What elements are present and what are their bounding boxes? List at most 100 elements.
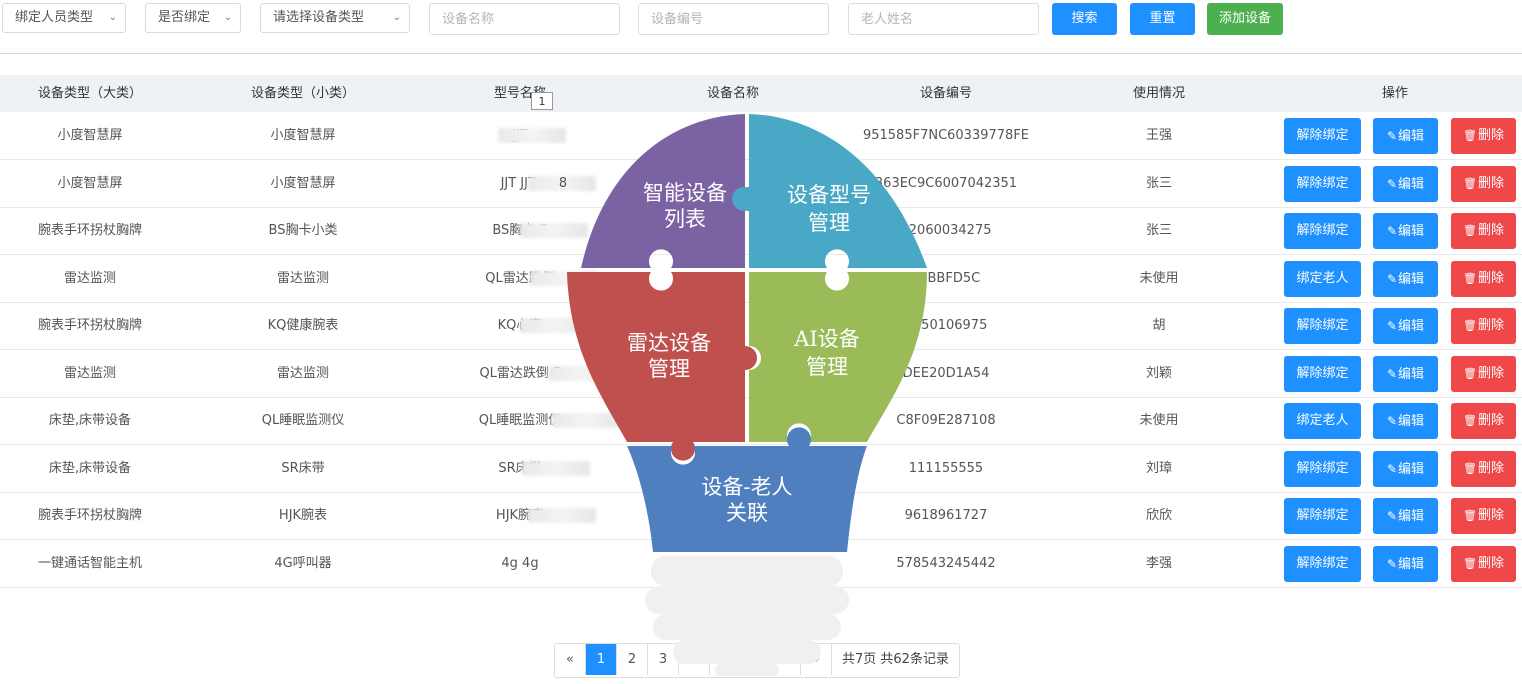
delete-label: 删除: [1477, 508, 1504, 523]
cell-subcategory: BS胸卡小类: [268, 223, 338, 238]
puzzle-piece-device-list: [581, 114, 762, 268]
cell-category: 腕表手环拐杖胸牌: [37, 223, 142, 238]
cell-subcategory: KQ健康腕表: [267, 318, 339, 333]
binding-person-type-value: 绑定人员类型: [15, 10, 94, 25]
column-header-actions: 操作: [1381, 86, 1408, 101]
edit-button[interactable]: ✎编辑: [1373, 213, 1438, 249]
unbind-button[interactable]: 解除绑定: [1284, 213, 1361, 249]
delete-button[interactable]: 🗑删除: [1451, 118, 1516, 154]
unbind-button[interactable]: 解除绑定: [1284, 498, 1361, 534]
edit-button[interactable]: ✎编辑: [1373, 498, 1438, 534]
edit-button[interactable]: ✎编辑: [1373, 545, 1438, 582]
unbind-button[interactable]: 解除绑定: [1284, 545, 1361, 582]
edit-button[interactable]: ✎编辑: [1373, 308, 1438, 344]
pencil-icon: ✎: [1386, 129, 1398, 143]
cell-model-suffix: 8: [558, 175, 568, 191]
piece-2-line-2: 管理: [808, 211, 850, 235]
edit-button[interactable]: ✎编辑: [1373, 118, 1438, 154]
elder-name-input[interactable]: [848, 3, 1039, 35]
unbind-button[interactable]: 解除绑定: [1284, 165, 1361, 202]
cell-subcategory: 雷达监测: [276, 270, 329, 286]
cell-category: 腕表手环拐杖胸牌: [37, 318, 142, 333]
prev-page-button[interactable]: «: [555, 644, 586, 675]
delete-button[interactable]: 🗑删除: [1451, 498, 1516, 534]
delete-button[interactable]: 🗑删除: [1451, 308, 1516, 344]
delete-button[interactable]: 🗑删除: [1451, 260, 1516, 297]
cell-usage: 刘颖: [1145, 365, 1172, 381]
edit-label: 编辑: [1398, 129, 1425, 144]
search-button[interactable]: 搜索: [1052, 3, 1117, 35]
page-button-1[interactable]: 1: [586, 644, 617, 675]
puzzle-piece-elder-link: [627, 427, 867, 552]
pencil-icon: ✎: [1386, 366, 1398, 381]
puzzle-piece-ai-device: [749, 272, 927, 442]
trash-icon: 🗑: [1463, 224, 1477, 237]
piece-5-line-2: 关联: [726, 501, 768, 525]
device-type-value: 请选择设备类型: [273, 10, 365, 25]
add-device-button[interactable]: 添加设备: [1207, 3, 1283, 35]
chevron-down-icon: ⌄: [392, 12, 401, 23]
delete-button[interactable]: 🗑删除: [1451, 545, 1516, 582]
column-header-usage: 使用情况: [1132, 86, 1185, 101]
delete-button[interactable]: 🗑删除: [1451, 213, 1516, 249]
puzzle-piece-device-model: [732, 114, 927, 268]
reset-button[interactable]: 重置: [1130, 3, 1195, 35]
puzzle-piece-radar-device: [567, 272, 757, 461]
edit-button[interactable]: ✎编辑: [1373, 165, 1438, 202]
device-name-input[interactable]: [429, 3, 620, 35]
edit-label: 编辑: [1398, 414, 1425, 429]
cell-category: 腕表手环拐杖胸牌: [37, 508, 142, 523]
bind-elder-button[interactable]: 绑定老人: [1284, 403, 1361, 439]
edit-button[interactable]: ✎编辑: [1373, 355, 1438, 392]
cell-device-code: DEE20D1A54: [902, 365, 990, 381]
edit-button[interactable]: ✎编辑: [1373, 260, 1438, 297]
cell-usage: 王强: [1145, 128, 1172, 143]
redacted-model-text: [522, 460, 590, 476]
cell-category: 雷达监测: [63, 270, 116, 286]
edit-button[interactable]: ✎编辑: [1373, 403, 1438, 439]
unbind-button[interactable]: 解除绑定: [1284, 450, 1361, 487]
table-row: 小度智慧屏小度智慧屏JJT951585F7NC60339778FE王强解除绑定✎…: [0, 113, 1522, 160]
redacted-model-text: [528, 175, 596, 191]
is-bound-select[interactable]: 是否绑定 ⌄: [145, 3, 241, 33]
pencil-icon: ✎: [1386, 271, 1398, 286]
delete-button[interactable]: 🗑删除: [1451, 403, 1516, 439]
trash-icon: 🗑: [1463, 509, 1477, 522]
delete-button[interactable]: 🗑删除: [1451, 355, 1516, 392]
trash-icon: 🗑: [1463, 414, 1477, 427]
pencil-icon: ✎: [1386, 414, 1398, 428]
delete-button[interactable]: 🗑删除: [1451, 450, 1516, 487]
edit-button[interactable]: ✎编辑: [1373, 450, 1438, 487]
cell-subcategory: 4G呼叫器: [274, 555, 332, 571]
cell-device-code: 111155555: [908, 460, 984, 476]
bulb-base: [645, 556, 849, 676]
cell-subcategory: HJK腕表: [278, 508, 328, 523]
device-code-input[interactable]: [638, 3, 829, 35]
lightbulb-puzzle-graphic: 智能设备 列表 设备型号 管理 雷达设备 管理 AI设备 管理 设备-老人 关联: [567, 114, 927, 676]
redacted-model-text: [520, 223, 588, 238]
cell-category: 一键通话智能主机: [37, 555, 142, 571]
pagination-summary: 共7页 共62条记录: [842, 652, 949, 667]
piece-2-line-1: 设备型号: [787, 183, 871, 207]
trash-icon: 🗑: [1463, 366, 1477, 380]
delete-label: 删除: [1477, 128, 1504, 143]
cell-subcategory: 小度智慧屏: [270, 175, 336, 191]
cell-category: 小度智慧屏: [57, 175, 123, 191]
is-bound-value: 是否绑定: [158, 10, 211, 25]
cell-usage: 欣欣: [1145, 508, 1172, 523]
cell-category: 小度智慧屏: [57, 128, 123, 143]
cell-usage: 李强: [1145, 555, 1172, 571]
column-header-subcategory: 设备类型（小类）: [250, 86, 355, 101]
bind-elder-button[interactable]: 绑定老人: [1284, 260, 1361, 297]
binding-person-type-select[interactable]: 绑定人员类型 ⌄: [2, 3, 126, 33]
piece-4-line-2: 管理: [806, 355, 848, 379]
unbind-button[interactable]: 解除绑定: [1284, 118, 1361, 154]
delete-button[interactable]: 🗑删除: [1451, 165, 1516, 202]
unbind-button[interactable]: 解除绑定: [1284, 308, 1361, 344]
page-button-2[interactable]: 2: [617, 644, 648, 675]
delete-label: 删除: [1477, 175, 1504, 191]
device-type-select[interactable]: 请选择设备类型 ⌄: [260, 3, 410, 33]
unbind-button[interactable]: 解除绑定: [1284, 355, 1361, 392]
trash-icon: 🗑: [1463, 271, 1477, 285]
